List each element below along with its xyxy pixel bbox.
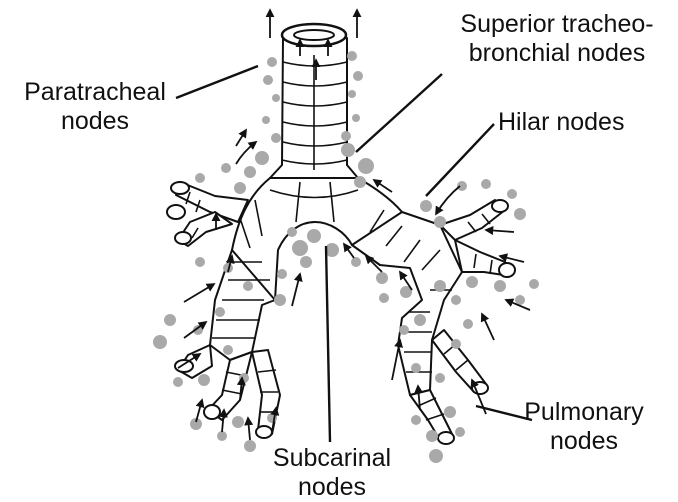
label-pulmonary-nodes: Pulmonary nodes bbox=[522, 398, 646, 456]
label-paratracheal-nodes: Paratracheal nodes bbox=[8, 78, 182, 136]
label-superior-line2: bronchial nodes bbox=[444, 39, 670, 68]
label-hilar-nodes: Hilar nodes bbox=[498, 108, 624, 137]
label-paratracheal-line2: nodes bbox=[8, 107, 182, 136]
label-pulmonary-line2: nodes bbox=[522, 427, 646, 456]
label-hilar-line1: Hilar nodes bbox=[498, 108, 624, 137]
label-subcarinal-line2: nodes bbox=[262, 473, 402, 502]
label-superior-tracheobronchial-nodes: Superior tracheo- bronchial nodes bbox=[444, 10, 670, 68]
leader-paratracheal bbox=[176, 66, 258, 98]
leader-superior bbox=[356, 74, 442, 152]
right-bronchus bbox=[352, 212, 462, 395]
label-superior-line1: Superior tracheo- bbox=[444, 10, 670, 39]
label-pulmonary-line1: Pulmonary bbox=[522, 398, 646, 427]
label-paratracheal-line1: Paratracheal bbox=[8, 78, 182, 107]
label-subcarinal-nodes: Subcarinal nodes bbox=[262, 444, 402, 502]
bronchial-tree bbox=[176, 38, 510, 440]
leader-subcarinal bbox=[326, 246, 330, 442]
label-subcarinal-line1: Subcarinal bbox=[262, 444, 402, 473]
trachea-opening bbox=[282, 24, 346, 46]
